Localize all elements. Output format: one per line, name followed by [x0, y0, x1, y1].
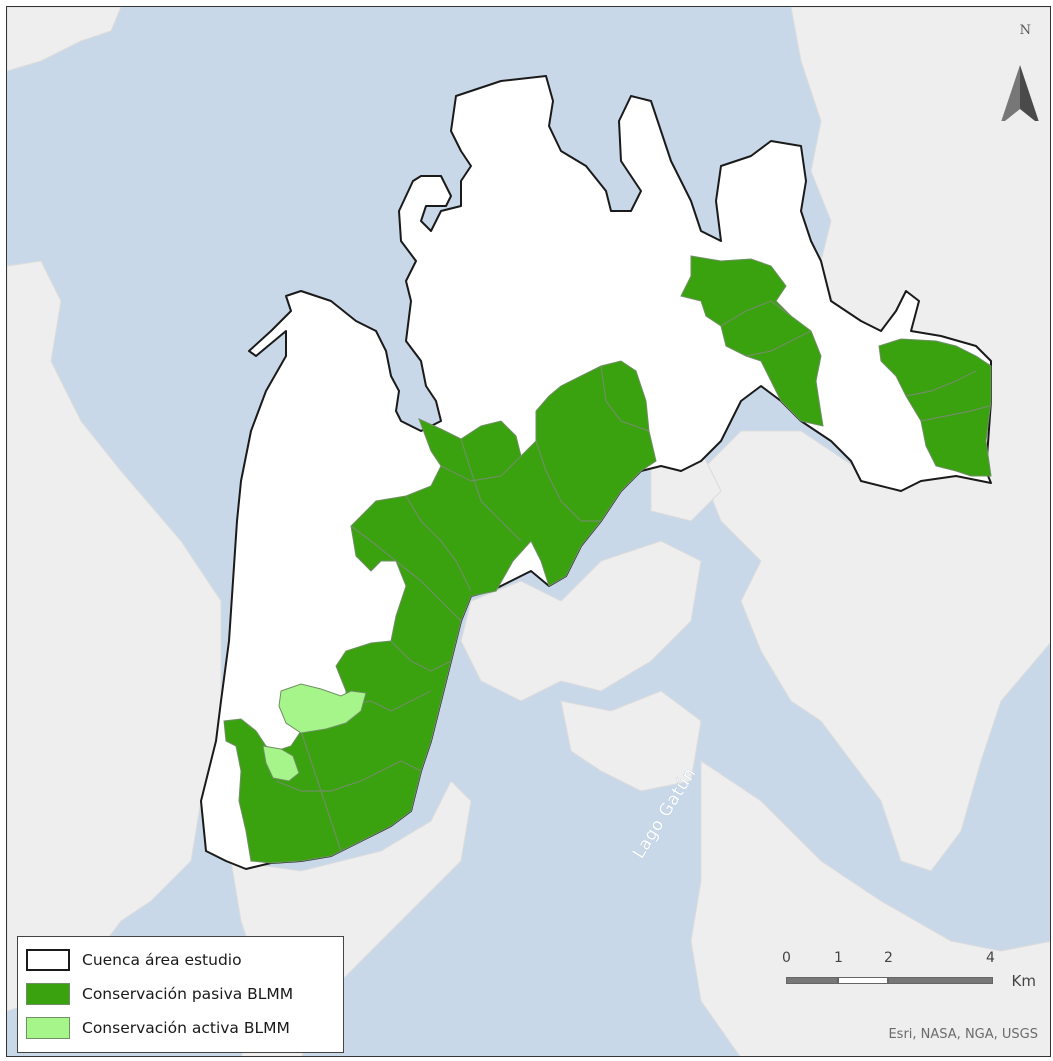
legend-item-passive: Conservación pasiva BLMM: [26, 977, 335, 1011]
land-center-islands: [460, 540, 702, 702]
north-arrow-icon: [1001, 65, 1039, 121]
sub-basin-line: [395, 560, 462, 622]
scale-tick: 4: [986, 950, 995, 966]
north-label: N: [1019, 23, 1031, 38]
legend-label: Cuenca área estudio: [82, 951, 242, 969]
legend-item-active: Conservación activa BLMM: [26, 1011, 335, 1045]
legend-item-basin: Cuenca área estudio: [26, 943, 335, 977]
sub-basin-line: [745, 330, 812, 357]
scale-tick: 2: [884, 950, 893, 966]
passive-conservation-layer: [223, 255, 992, 864]
land-center-islands-2: [560, 690, 702, 792]
scale-unit: Km: [1011, 972, 1036, 990]
land-northeast: [700, 7, 1050, 872]
land-northwest-peninsula: [7, 7, 122, 72]
scale-line: [786, 977, 993, 984]
sub-basin-line: [720, 300, 792, 327]
sub-basin-boundaries: [275, 300, 990, 852]
sub-basin-line: [535, 440, 601, 522]
passive-zone-north-east[interactable]: [680, 255, 824, 427]
sub-basin-line: [460, 438, 522, 542]
scale-bar: 0 1 2 4 Km: [782, 950, 1036, 1006]
scale-segment: [838, 977, 888, 984]
active-conservation-layer: [262, 683, 367, 782]
scale-segment: [786, 977, 838, 984]
sub-basin-line: [275, 760, 422, 792]
scale-segment: [888, 977, 993, 984]
passive-zone-far-east[interactable]: [878, 338, 992, 477]
sub-basin-line: [905, 370, 977, 397]
map-legend: Cuenca área estudio Conservación pasiva …: [17, 936, 344, 1053]
sub-basin-line: [920, 405, 990, 422]
legend-label: Conservación activa BLMM: [82, 1019, 290, 1037]
legend-swatch-basin: [26, 949, 70, 971]
scale-tick: 0: [782, 950, 791, 966]
active-zone-lower[interactable]: [262, 745, 300, 782]
sub-basin-line: [405, 495, 472, 592]
sub-basin-line: [390, 640, 452, 672]
legend-swatch-active: [26, 1017, 70, 1039]
active-zone-upper[interactable]: [278, 683, 367, 734]
map-canvas[interactable]: Lago Gatún: [7, 7, 1051, 1057]
map-attribution: Esri, NASA, NGA, USGS: [888, 1027, 1038, 1042]
legend-swatch-passive: [26, 983, 70, 1005]
sub-basin-line: [350, 525, 397, 562]
scale-tick: 1: [834, 950, 843, 966]
sub-basin-line: [600, 365, 650, 432]
sub-basin-line: [440, 455, 522, 482]
legend-label: Conservación pasiva BLMM: [82, 985, 294, 1003]
map-frame[interactable]: Lago Gatún N Cuenca área estudio Conserv…: [6, 6, 1051, 1057]
